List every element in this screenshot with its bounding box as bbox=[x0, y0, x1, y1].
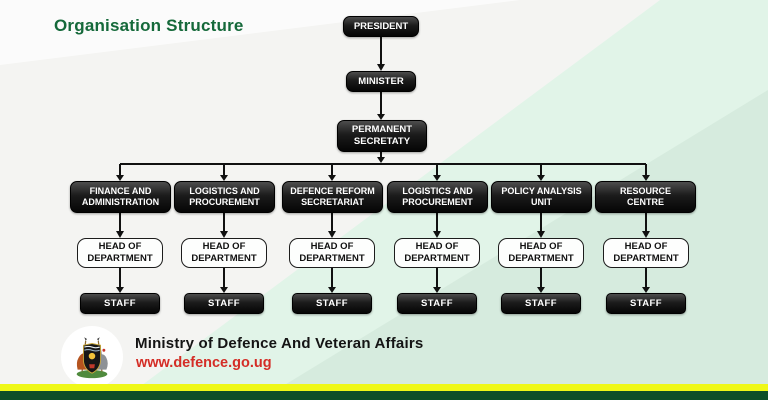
flag-stripe-yellow bbox=[0, 384, 768, 391]
node-president: PRESIDENT bbox=[343, 16, 419, 37]
ministry-name: Ministry of Defence And Veteran Affairs bbox=[135, 335, 424, 352]
page-title: Organisation Structure bbox=[54, 16, 244, 35]
dept-box: LOGISTICS AND PROCUREMENT bbox=[387, 181, 488, 213]
head-of-department-box: HEAD OF DEPARTMENT bbox=[394, 238, 480, 268]
staff-box: STAFF bbox=[184, 293, 264, 314]
staff-box: STAFF bbox=[397, 293, 477, 314]
dept-box: LOGISTICS AND PROCUREMENT bbox=[174, 181, 275, 213]
uganda-coat-of-arms-logo bbox=[61, 326, 123, 388]
dept-box: DEFENCE REFORM SECRETARIAT bbox=[282, 181, 383, 213]
staff-box: STAFF bbox=[501, 293, 581, 314]
staff-box: STAFF bbox=[606, 293, 686, 314]
head-of-department-box: HEAD OF DEPARTMENT bbox=[289, 238, 375, 268]
dept-box: RESOURCE CENTRE bbox=[595, 181, 696, 213]
head-of-department-box: HEAD OF DEPARTMENT bbox=[603, 238, 689, 268]
node-minister: MINISTER bbox=[346, 71, 416, 92]
node-permanent-secretary: PERMANENT SECRETATY bbox=[337, 120, 427, 152]
staff-box: STAFF bbox=[292, 293, 372, 314]
head-of-department-box: HEAD OF DEPARTMENT bbox=[181, 238, 267, 268]
coat-of-arms-icon bbox=[76, 337, 108, 379]
staff-box: STAFF bbox=[80, 293, 160, 314]
head-of-department-box: HEAD OF DEPARTMENT bbox=[498, 238, 584, 268]
website-url: www.defence.go.ug bbox=[136, 355, 272, 371]
flag-stripe-green bbox=[0, 391, 768, 400]
dept-box: FINANCE AND ADMINISTRATION bbox=[70, 181, 171, 213]
head-of-department-box: HEAD OF DEPARTMENT bbox=[77, 238, 163, 268]
dept-box: POLICY ANALYSIS UNIT bbox=[491, 181, 592, 213]
